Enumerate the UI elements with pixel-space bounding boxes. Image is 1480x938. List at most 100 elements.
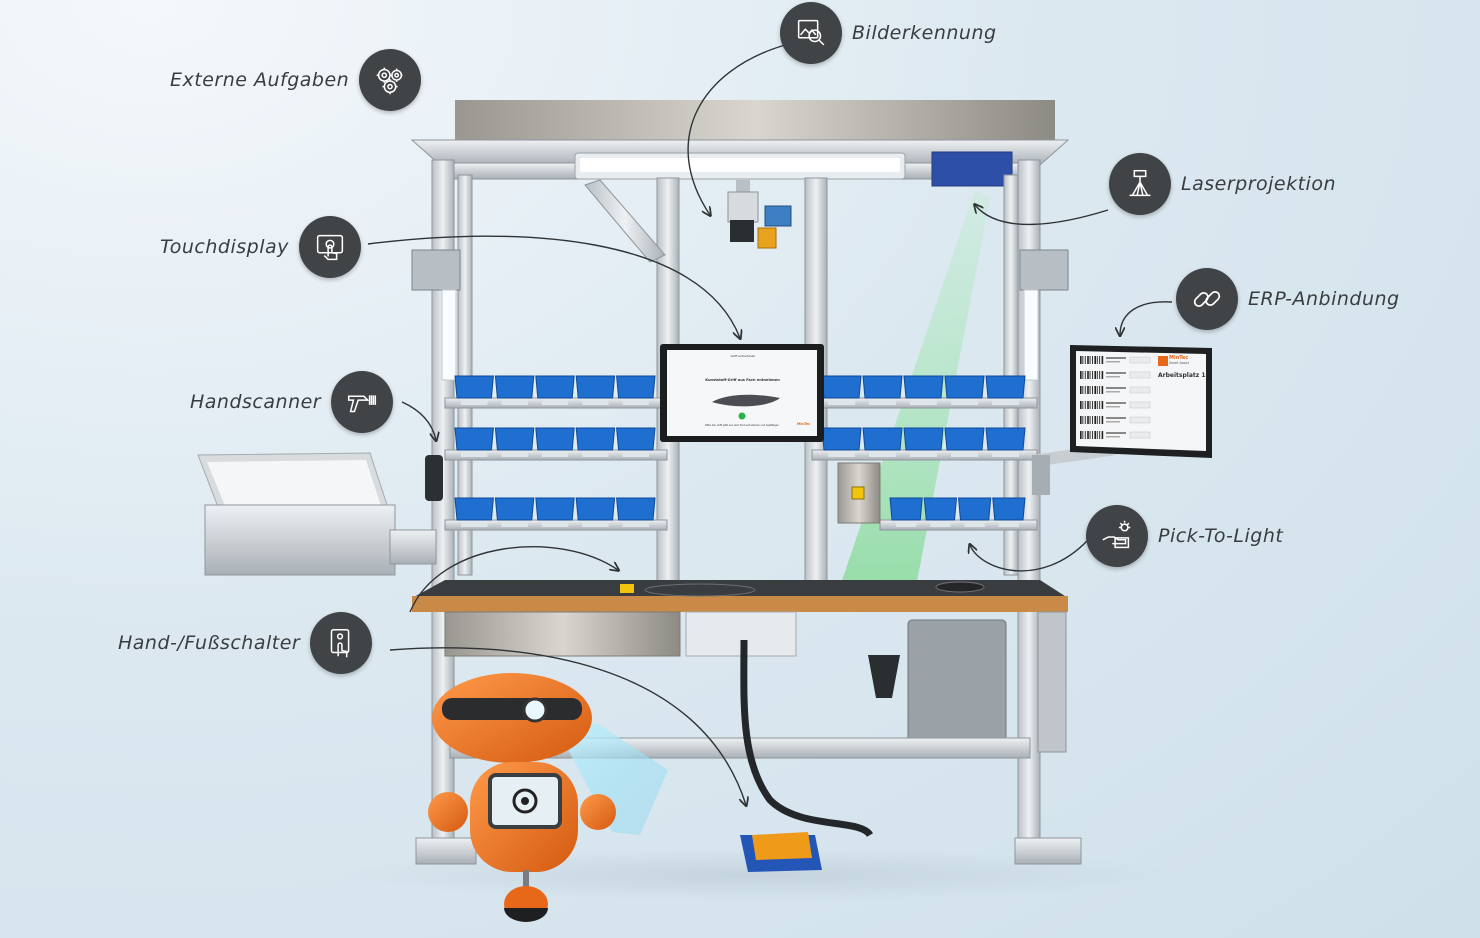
- callout-laserprojektion: Laserprojektion: [1109, 153, 1336, 215]
- barcode-bar: [1087, 401, 1089, 409]
- barcode-bar: [1101, 371, 1104, 379]
- tablet-screen: [207, 460, 384, 518]
- barcode-bar: [1087, 386, 1089, 394]
- callout-label: Laserprojektion: [1181, 173, 1336, 195]
- barcode-bar: [1080, 356, 1082, 364]
- storage-bin: [944, 375, 985, 399]
- barcode-bar: [1087, 431, 1089, 439]
- erp-row-line: [1106, 432, 1126, 434]
- barcode-bar: [1082, 386, 1084, 394]
- storage-bin: [575, 375, 616, 399]
- touch-screen-header: Griff entnehmen: [730, 354, 756, 358]
- robot-hand-left: [428, 792, 468, 832]
- barcode-bar: [1089, 356, 1091, 364]
- erp-row-field: [1129, 386, 1151, 394]
- storage-bin: [862, 427, 903, 451]
- barcode-bar: [1089, 386, 1091, 394]
- barcode-bar: [1089, 431, 1091, 439]
- erp-row-line: [1106, 376, 1120, 378]
- touch-screen-display: [667, 350, 817, 436]
- diagonal-brace: [584, 179, 666, 263]
- erp-row-line: [1106, 361, 1120, 363]
- callout-label: Pick-To-Light: [1158, 525, 1284, 547]
- pedal-cable: [740, 639, 874, 838]
- erp-row-line: [1106, 387, 1126, 389]
- barcode-bar: [1101, 416, 1104, 424]
- barcode-bar: [1092, 356, 1093, 364]
- callout-label: Hand-/Fußschalter: [118, 632, 301, 654]
- storage-bin: [889, 497, 923, 521]
- erp-row-line: [1106, 357, 1126, 359]
- lamp-right-glow: [1023, 289, 1039, 381]
- pick-light-label: [869, 400, 896, 405]
- barcode-bar: [1096, 401, 1098, 409]
- storage-bin: [575, 497, 616, 521]
- storage-bin: [535, 497, 575, 521]
- top-cover: [455, 100, 1055, 142]
- barcode-bar: [1084, 416, 1086, 424]
- pick-light-label: [828, 400, 855, 405]
- drawer: [444, 611, 681, 657]
- pick-light-label: [910, 400, 937, 405]
- erp-screen-title: Arbeitsplatz 1: [1158, 372, 1206, 379]
- pick-light-label: [622, 400, 649, 405]
- storage-bin: [616, 375, 656, 399]
- handle-part-image: [712, 394, 780, 407]
- storage-bin: [903, 375, 944, 399]
- storage-bin: [575, 427, 616, 451]
- hand-switch: [620, 584, 634, 593]
- barcode-bar: [1080, 431, 1082, 439]
- callout-label: Touchdisplay: [160, 236, 289, 258]
- barcode-bar: [1101, 356, 1104, 364]
- hand-scanner: [425, 455, 443, 501]
- side-panel: [1037, 611, 1067, 753]
- barcode-bar: [1084, 356, 1086, 364]
- pick-light-label: [998, 522, 1019, 527]
- barcode-bar: [1101, 431, 1104, 439]
- camera-body: [727, 191, 759, 223]
- lamp-left-glow: [441, 289, 457, 381]
- camera-lens: [730, 220, 754, 242]
- foot-pedal-cover: [752, 832, 812, 860]
- storage-bin: [957, 497, 992, 521]
- callout-label: Handscanner: [190, 391, 322, 413]
- storage-bin: [944, 427, 985, 451]
- storage-bin: [923, 497, 958, 521]
- erp-row-line: [1106, 421, 1120, 423]
- shelves-right: [811, 375, 1038, 531]
- storage-bin: [535, 427, 575, 451]
- barcode-bar: [1082, 371, 1084, 379]
- erp-logo-mark: [1158, 356, 1168, 366]
- storage-bin: [454, 497, 494, 521]
- pick-light-label: [461, 400, 488, 405]
- lamp-left: [411, 249, 461, 291]
- barcode-bar: [1082, 356, 1084, 364]
- callout-label: ERP-Anbindung: [1248, 288, 1400, 310]
- touch-screen-hint: Bitte den Griff jetzt aus dem Fach entne…: [705, 424, 779, 427]
- barcode-bar: [1094, 386, 1096, 394]
- barcode-bar: [1099, 386, 1101, 394]
- pick-light-label: [992, 400, 1019, 405]
- barcode-bar: [1092, 371, 1093, 379]
- pick-light-label: [951, 400, 978, 405]
- pick-light-label: [582, 452, 609, 457]
- erp-row-field: [1129, 431, 1151, 439]
- erp-brand-sub: Smart Assist: [1169, 361, 1189, 365]
- pick-light-label: [910, 452, 937, 457]
- laser-icon: [1109, 153, 1171, 215]
- pick-light-label: [930, 522, 951, 527]
- barcode-bar: [1087, 416, 1089, 424]
- storage-bin: [985, 427, 1026, 451]
- storage-bin: [616, 497, 656, 521]
- tabletop-edge: [412, 596, 1068, 612]
- image-search-icon: [780, 2, 842, 64]
- barcode-bar: [1099, 431, 1101, 439]
- pick-light-label: [622, 522, 649, 527]
- barcode-bar: [1092, 431, 1093, 439]
- sensor-unit-yellow: [757, 227, 777, 249]
- barcode-bar: [1084, 386, 1086, 394]
- barcode-bar: [1092, 416, 1093, 424]
- erp-barcode-list: [1080, 356, 1151, 439]
- barcode-bar: [1099, 356, 1101, 364]
